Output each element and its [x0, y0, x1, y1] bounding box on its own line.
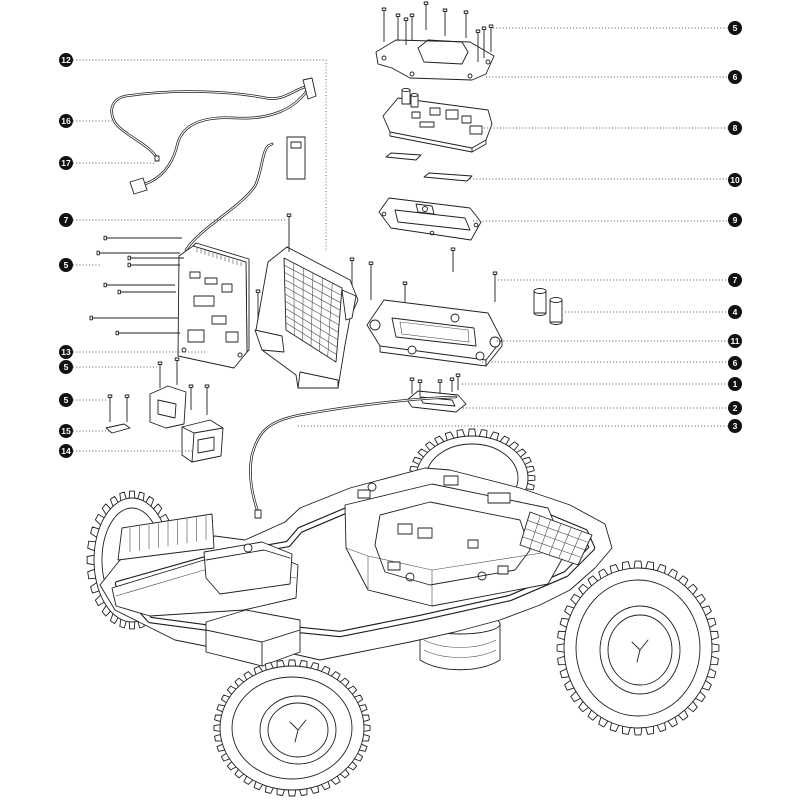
callout-number: 11: [731, 336, 740, 346]
callout-9: 9: [473, 213, 742, 227]
mesh-bracket-frame: [254, 246, 359, 389]
callout-number: 10: [730, 175, 740, 185]
callout-7-left: 7: [59, 213, 287, 227]
callout-number: 7: [733, 275, 738, 285]
callout-11: 11: [497, 334, 742, 348]
callout-15: 15: [59, 424, 110, 438]
louvre-panel: [117, 513, 215, 561]
wire-harness: [110, 77, 317, 195]
callout-5-left-c: 5: [59, 393, 107, 407]
callout-number: 9: [733, 215, 738, 225]
small-bracket: [406, 390, 467, 413]
callout-13: 13: [59, 345, 206, 359]
callout-12: 12: [59, 53, 327, 252]
ferrite-cylinders: [533, 288, 563, 325]
callout-number: 12: [61, 55, 71, 65]
mower-assembly: [86, 428, 720, 797]
label-sticker: [286, 136, 306, 180]
chassis: [99, 467, 613, 667]
front-skid: [205, 609, 301, 667]
callout-number: 14: [61, 446, 71, 456]
callout-number: 7: [64, 215, 69, 225]
callout-number: 1: [733, 379, 738, 389]
callout-number: 15: [61, 426, 71, 436]
callout-number: 6: [733, 72, 738, 82]
brand-logo-icon: [289, 719, 307, 743]
cover-box: [181, 419, 224, 463]
callout-16: 16: [59, 114, 112, 128]
spacer-strips: [385, 152, 473, 182]
callout-number: 5: [64, 395, 69, 405]
callout-1: 1: [462, 377, 742, 391]
main-circuit-board: [382, 87, 493, 153]
callout-number: 3: [733, 421, 738, 431]
clip-bracket: [105, 423, 131, 434]
callout-8: 8: [484, 121, 742, 135]
mounting-frame: [366, 299, 503, 367]
callout-17: 17: [59, 156, 156, 170]
callout-5-left-a: 5: [59, 258, 100, 272]
callout-10: 10: [470, 173, 742, 187]
shield-plate: [378, 197, 482, 241]
brand-logo-icon: [631, 639, 649, 663]
callout-6-right-a: 6: [486, 70, 742, 84]
callouts-left: 12 16 17 7 5 13 5: [59, 53, 327, 458]
callout-4: 4: [565, 305, 742, 319]
callout-number: 5: [64, 260, 69, 270]
callout-6-right-b: 6: [482, 356, 742, 370]
callout-number: 2: [733, 403, 738, 413]
callouts-right: 5 6 8 10 9 7 4: [298, 21, 742, 433]
callout-14: 14: [59, 444, 192, 458]
callout-number: 6: [733, 358, 738, 368]
top-cover-bracket: [375, 39, 495, 81]
screws-horizontal: [89, 235, 184, 336]
control-board: [177, 242, 250, 369]
callout-number: 8: [733, 123, 738, 133]
board-cable: [184, 142, 274, 252]
callout-5-right: 5: [493, 21, 742, 35]
callout-7-right: 7: [498, 273, 742, 287]
callout-number: 17: [61, 158, 71, 168]
front-right-wheel: [556, 560, 720, 736]
callout-number: 16: [61, 116, 71, 126]
callout-number: 4: [733, 307, 738, 317]
front-left-wheel: [213, 659, 371, 797]
connector-housing: [149, 385, 187, 429]
sensor-cable: [249, 395, 458, 519]
screws-vertical: [107, 1, 498, 422]
callout-5-left-b: 5: [59, 360, 158, 374]
callout-number: 5: [733, 23, 738, 33]
callout-2: 2: [463, 401, 742, 415]
callout-3: 3: [298, 419, 742, 433]
callout-number: 5: [64, 362, 69, 372]
battery-compartment: [344, 483, 567, 607]
callout-number: 13: [61, 347, 71, 357]
